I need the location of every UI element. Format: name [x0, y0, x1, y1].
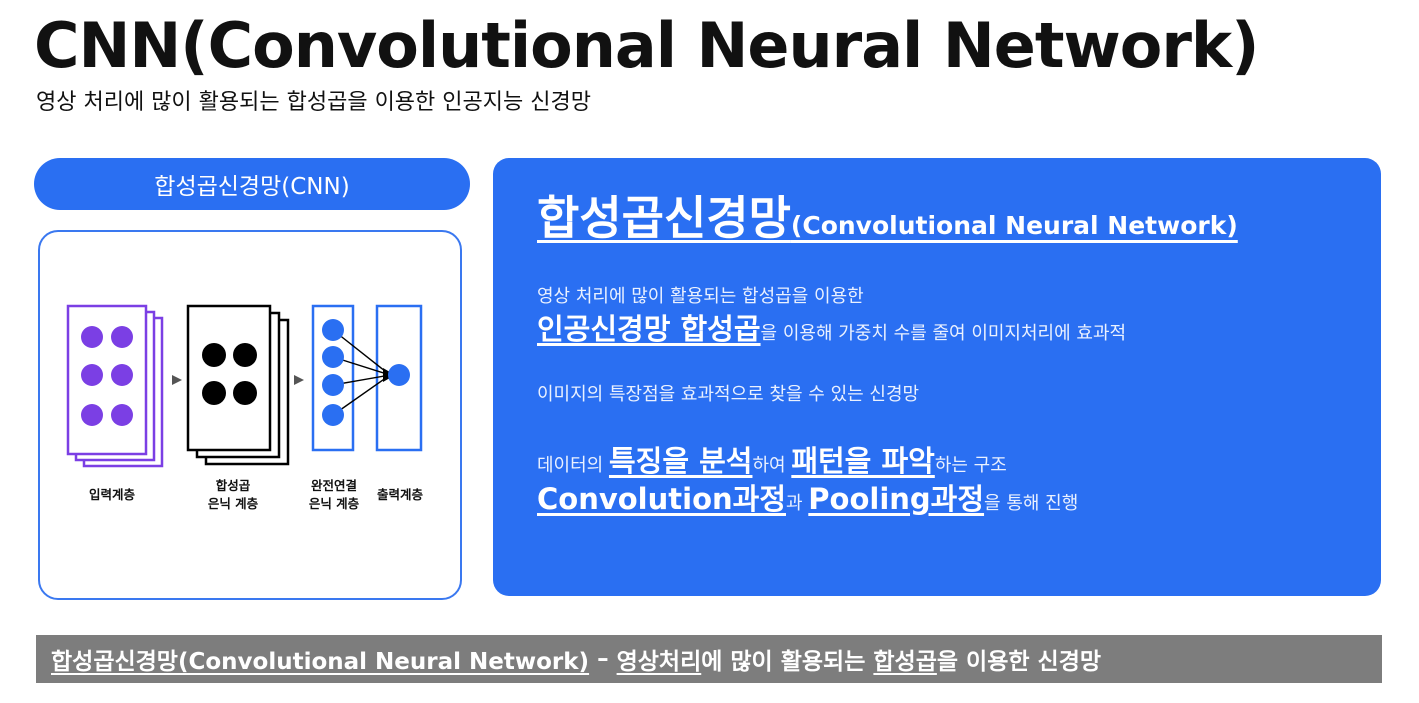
cnn-pill-label: 합성곱신경망(CNN)	[34, 158, 470, 210]
panel-line-4-a: 데이터의	[537, 455, 609, 476]
input-sheet-front	[66, 304, 148, 456]
panel-line-2-rest: 을 이용해 가중치 수를 줄여 이미지처리에 효과적	[760, 323, 1127, 344]
footer-part-6: 을 이용한 신경망	[936, 649, 1102, 675]
input-node	[111, 404, 133, 426]
fc-layer-label-line1: 완전연결	[311, 478, 357, 493]
input-node	[111, 326, 133, 348]
output-node	[388, 364, 410, 386]
panel-line-5-emphasis-1: Convolution과정	[537, 482, 786, 516]
panel-line-1: 영상 처리에 많이 활용되는 합성곱을 이용한	[537, 286, 864, 307]
conv-node	[233, 381, 257, 405]
panel-heading: 합성곱신경망(Convolutional Neural Network)	[537, 182, 1238, 248]
panel-line-4: 데이터의 특징을 분석하여 패턴을 파악하는 구조	[537, 438, 1007, 480]
fc-nodes	[322, 319, 410, 426]
fc-node	[322, 374, 344, 396]
panel-line-4-emphasis-1: 특징을 분석	[608, 444, 753, 478]
cnn-diagram: 입력계층 합성곱 은닉 계층 완전연결 은닉 계층 출력계층	[66, 304, 424, 511]
conv-node	[202, 381, 226, 405]
footer-part-5: 합성곱	[873, 649, 937, 675]
panel-line-4-b: 하여	[752, 455, 792, 476]
fc-node	[322, 319, 344, 341]
input-node	[111, 364, 133, 386]
panel-line-5: Convolution과정과 Pooling과정을 통해 진행	[537, 476, 1078, 518]
conv-sheet-front	[186, 304, 272, 452]
input-nodes	[81, 326, 133, 426]
conv-nodes	[202, 343, 257, 405]
fc-layer-label-line2: 은닉 계층	[309, 496, 360, 511]
footer-summary-bar: 합성곱신경망(Convolutional Neural Network) – 영…	[36, 635, 1382, 683]
page-subtitle: 영상 처리에 많이 활용되는 합성곱을 이용한 인공지능 신경망	[36, 90, 591, 115]
input-node	[81, 326, 103, 348]
output-layer-label: 출력계층	[377, 487, 424, 502]
footer-part-1: 합성곱신경망(Convolutional Neural Network)	[51, 649, 590, 675]
panel-line-3: 이미지의 특장점을 효과적으로 찾을 수 있는 신경망	[537, 384, 920, 405]
conv-layer-label-line2: 은닉 계층	[208, 496, 259, 511]
connection-line	[332, 374, 391, 416]
conv-layer-label-line1: 합성곱	[216, 478, 251, 493]
cnn-diagram-card: 입력계층 합성곱 은닉 계층 완전연결 은닉 계층 출력계층	[38, 230, 462, 600]
footer-part-2: –	[589, 646, 617, 672]
arrow-right-icon	[172, 375, 182, 385]
panel-line-2-emphasis: 인공신경망 합성곱	[537, 312, 761, 346]
fc-node	[322, 346, 344, 368]
footer-part-4: 에 많이 활용되는	[701, 649, 874, 675]
arrow-right-icon	[294, 375, 304, 385]
description-panel: 합성곱신경망(Convolutional Neural Network) 영상 …	[493, 158, 1381, 596]
fc-node	[322, 404, 344, 426]
input-node	[81, 404, 103, 426]
panel-line-5-emphasis-2: Pooling과정	[808, 482, 985, 516]
conv-node	[233, 343, 257, 367]
panel-heading-sub: (Convolutional Neural Network)	[790, 211, 1238, 240]
conv-node	[202, 343, 226, 367]
page-title: CNN(Convolutional Neural Network)	[34, 9, 1259, 82]
panel-line-5-b: 을 통해 진행	[984, 493, 1079, 514]
panel-heading-main: 합성곱신경망	[537, 191, 791, 245]
input-node	[81, 364, 103, 386]
panel-line-5-a: 과	[786, 493, 809, 514]
footer-part-3: 영상처리	[616, 649, 702, 675]
connection-line	[332, 329, 391, 376]
panel-line-4-emphasis-2: 패턴을 파악	[791, 444, 935, 478]
panel-line-2: 인공신경망 합성곱을 이용해 가중치 수를 줄여 이미지처리에 효과적	[537, 306, 1126, 348]
panel-line-4-c: 하는 구조	[934, 455, 1007, 476]
input-layer-label: 입력계층	[89, 487, 136, 502]
